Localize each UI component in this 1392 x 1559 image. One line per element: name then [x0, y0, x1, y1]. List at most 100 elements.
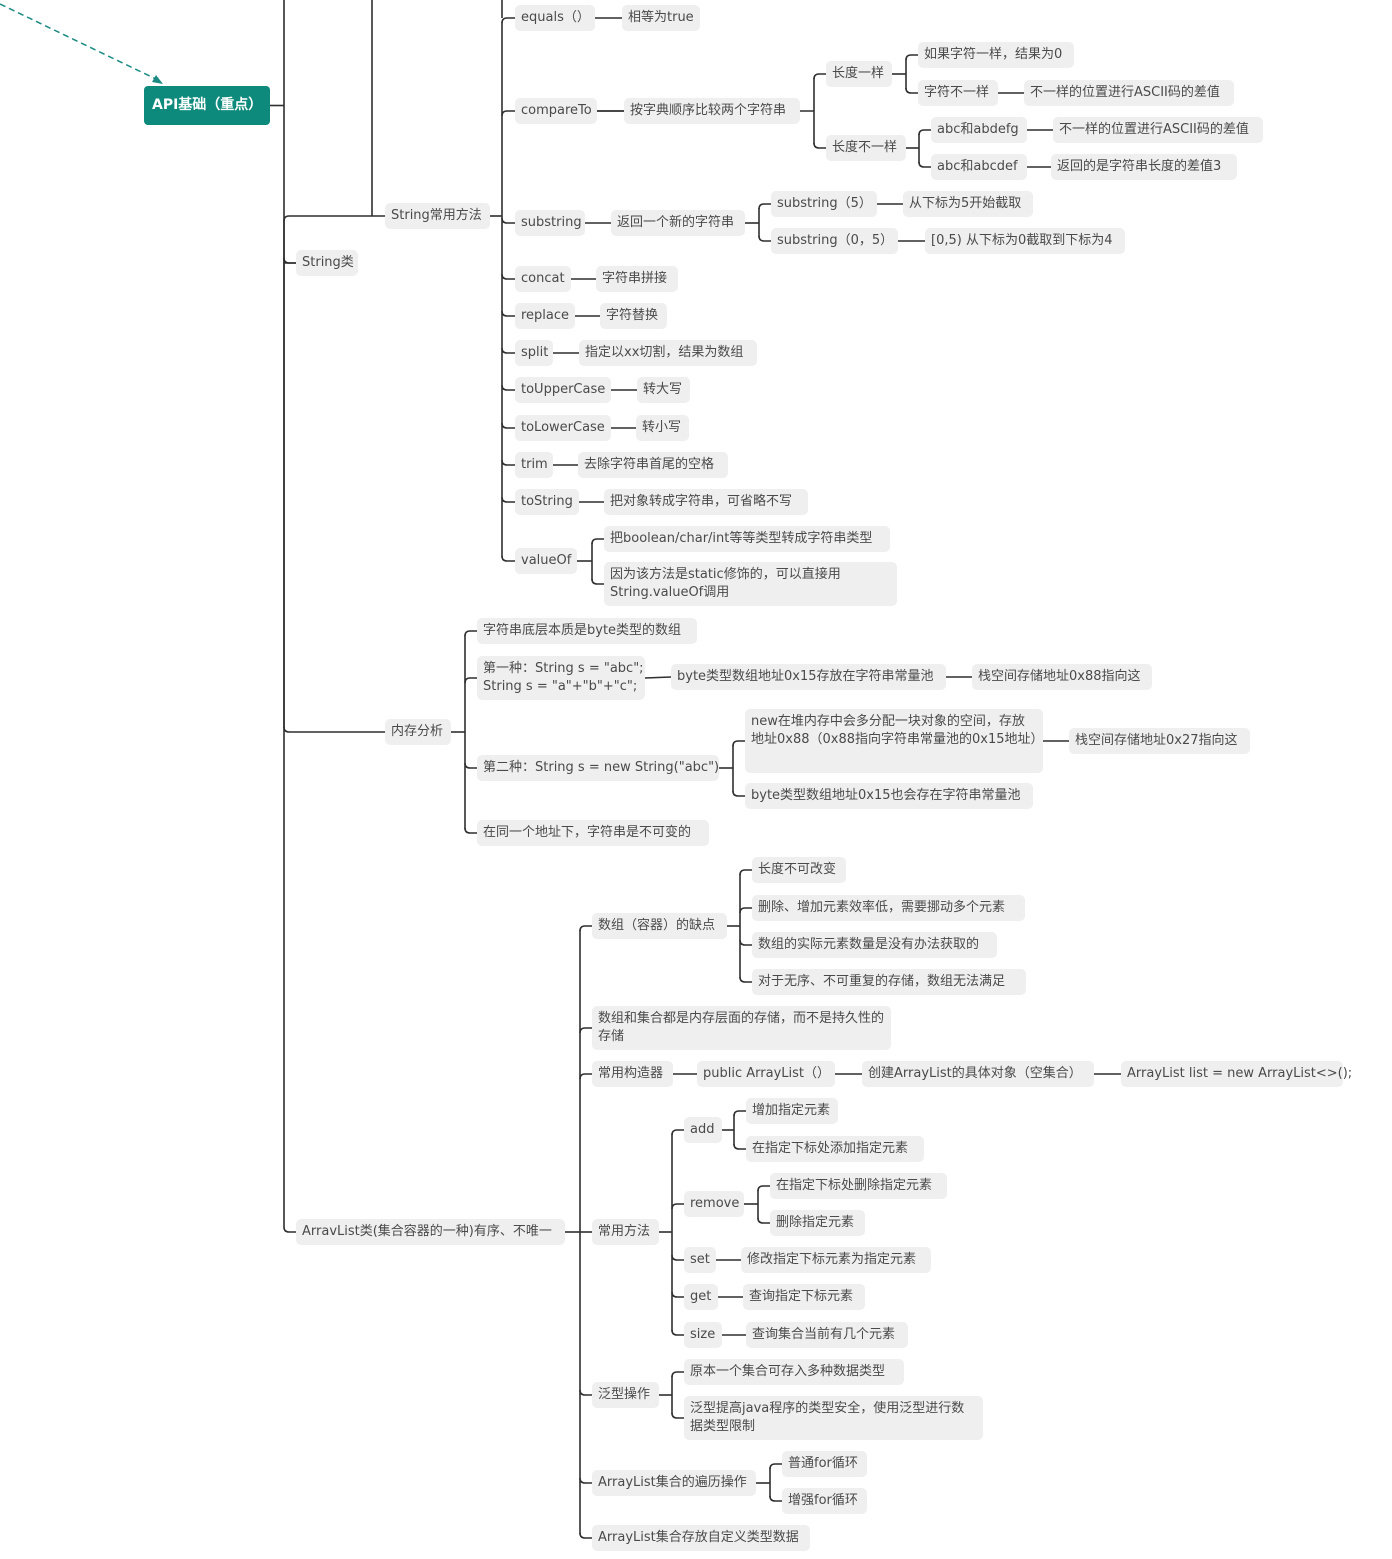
node-tolowercase[interactable]: toLowerCase — [515, 415, 611, 441]
node-touppercase-desc[interactable]: 转大写 — [637, 377, 690, 403]
connector-line — [283, 257, 296, 264]
node-size-desc[interactable]: 查询集合当前有几个元素 — [746, 1322, 908, 1348]
node-memory-first[interactable]: 第一种：String s = "abc"; String s = "a"+"b"… — [477, 656, 645, 700]
node-tostring[interactable]: toString — [515, 489, 579, 515]
node-memory-essence[interactable]: 字符串底层本质是byte类型的数组 — [477, 618, 697, 644]
node-memory-first-a[interactable]: byte类型数组地址0x15存放在字符串常量池 — [671, 664, 946, 690]
node-remove[interactable]: remove — [684, 1191, 744, 1217]
node-traversal[interactable]: ArrayList集合的遍历操作 — [592, 1470, 756, 1496]
node-concat-desc[interactable]: 字符串拼接 — [596, 266, 678, 292]
connector-line — [464, 677, 477, 684]
node-valueof-desc-2[interactable]: 因为该方法是static修饰的，可以直接用String.valueOf调用 — [604, 562, 897, 606]
node-string-methods[interactable]: String常用方法 — [385, 203, 490, 229]
node-constructor-desc[interactable]: 创建ArrayList的具体对象（空集合） — [862, 1061, 1094, 1087]
node-memory-second-a-note[interactable]: 栈空间存储地址0x27指向这 — [1069, 728, 1250, 754]
node-touppercase[interactable]: toUpperCase — [515, 377, 611, 403]
node-constructor[interactable]: 常用构造器 — [592, 1061, 673, 1087]
node-trim[interactable]: trim — [515, 452, 553, 478]
root-node[interactable]: API基础（重点） — [144, 86, 270, 125]
connector-line — [464, 762, 477, 769]
node-memory-second-b[interactable]: byte类型数组地址0x15也会存在字符串常量池 — [745, 783, 1033, 809]
node-diff-length[interactable]: 长度不一样 — [826, 135, 906, 161]
node-arraylist[interactable]: ArravList类(集合容器的一种)有序、不唯一 — [296, 1219, 565, 1245]
node-generics-a[interactable]: 原本一个集合可存入多种数据类型 — [684, 1359, 904, 1385]
node-valueof-desc-1[interactable]: 把boolean/char/int等等类型转成字符串类型 — [604, 526, 890, 552]
node-substring-one[interactable]: substring（5） — [771, 191, 877, 217]
node-array-defect[interactable]: 长度不可改变 — [752, 857, 846, 883]
connector-line — [758, 235, 771, 242]
node-generics-b[interactable]: 泛型提高java程序的类型安全，使用泛型进行数据类型限制 — [684, 1396, 983, 1440]
node-memory-first-b[interactable]: 栈空间存储地址0x88指向这 — [972, 664, 1152, 690]
node-compareto-desc[interactable]: 按字典顺序比较两个字符串 — [624, 98, 800, 124]
node-trim-desc[interactable]: 去除字符串首尾的空格 — [578, 452, 728, 478]
connector-line — [579, 1027, 592, 1034]
connector-line — [739, 939, 752, 946]
node-array-defect[interactable]: 删除、增加元素效率低，需要挪动多个元素 — [752, 895, 1025, 921]
connector-line — [501, 17, 515, 24]
connector-line — [813, 73, 826, 80]
node-diff-length-b[interactable]: abc和abcdef — [931, 154, 1027, 180]
node-memory-immutable[interactable]: 在同一个地址下，字符串是不可变的 — [477, 820, 709, 846]
node-tostring-desc[interactable]: 把对象转成字符串，可省略不写 — [604, 489, 808, 515]
node-array-defects[interactable]: 数组（容器）的缺点 — [592, 913, 727, 939]
node-replace[interactable]: replace — [515, 303, 575, 329]
node-same-length-b-note[interactable]: 不一样的位置进行ASCII码的差值 — [1024, 80, 1234, 106]
node-memory-second[interactable]: 第二种：String s = new String("abc") — [477, 755, 719, 781]
node-replace-desc[interactable]: 字符替换 — [600, 303, 667, 329]
node-memory-storage-note[interactable]: 数组和集合都是内存层面的存储，而不是持久性的存储 — [592, 1006, 891, 1050]
node-memory-second-a[interactable]: new在堆内存中会多分配一块对象的空间，存放地址0x88（0x88指向字符串常量… — [745, 709, 1044, 773]
connector-line — [501, 555, 515, 562]
node-custom-type[interactable]: ArrayList集合存放自定义类型数据 — [592, 1525, 810, 1551]
node-equals-desc[interactable]: 相等为true — [622, 5, 700, 31]
node-tolowercase-desc[interactable]: 转小写 — [636, 415, 689, 441]
node-same-length[interactable]: 长度一样 — [826, 61, 892, 87]
connector-line — [501, 459, 515, 466]
node-substring-one-note[interactable]: 从下标为5开始截取 — [903, 191, 1033, 217]
node-constructor-signature[interactable]: public ArrayList（） — [697, 1061, 835, 1087]
node-diff-length-a[interactable]: abc和abdefg — [931, 117, 1027, 143]
node-compareto[interactable]: compareTo — [515, 98, 597, 124]
connector-line — [579, 1477, 592, 1484]
node-same-length-a[interactable]: 如果字符一样，结果为0 — [918, 42, 1074, 68]
node-set[interactable]: set — [684, 1247, 716, 1273]
node-string-class[interactable]: String类 — [296, 250, 358, 276]
node-equals[interactable]: equals（） — [515, 5, 595, 31]
connector-line — [671, 1371, 684, 1378]
node-diff-length-a-note[interactable]: 不一样的位置进行ASCII码的差值 — [1053, 117, 1263, 143]
node-concat[interactable]: concat — [515, 266, 571, 292]
node-valueof[interactable]: valueOf — [515, 548, 577, 574]
node-add-a[interactable]: 增加指定元素 — [746, 1098, 838, 1124]
connector-line — [905, 87, 918, 94]
node-split[interactable]: split — [515, 340, 553, 366]
node-set-desc[interactable]: 修改指定下标元素为指定元素 — [741, 1247, 931, 1273]
node-same-length-b[interactable]: 字符不一样 — [918, 80, 998, 106]
node-traversal-b[interactable]: 增强for循环 — [782, 1488, 867, 1514]
node-size[interactable]: size — [684, 1322, 722, 1348]
connector-line — [671, 1412, 684, 1419]
node-generics[interactable]: 泛型操作 — [592, 1382, 659, 1408]
node-add-b[interactable]: 在指定下标处添加指定元素 — [746, 1136, 924, 1162]
connector-line — [501, 384, 515, 391]
node-memory-analysis[interactable]: 内存分析 — [385, 719, 451, 745]
node-array-defect[interactable]: 对于无序、不可重复的存储，数组无法满足 — [752, 969, 1026, 995]
node-get-desc[interactable]: 查询指定下标元素 — [743, 1284, 865, 1310]
node-arraylist-methods[interactable]: 常用方法 — [592, 1219, 659, 1245]
node-remove-b[interactable]: 删除指定元素 — [770, 1210, 865, 1236]
connector-line — [591, 538, 604, 545]
node-substring-two[interactable]: substring（0，5） — [771, 228, 898, 254]
node-array-defect[interactable]: 数组的实际元素数量是没有办法获取的 — [752, 932, 997, 958]
node-remove-a[interactable]: 在指定下标处删除指定元素 — [770, 1173, 947, 1199]
node-traversal-a[interactable]: 普通for循环 — [782, 1451, 867, 1477]
connector-line — [905, 54, 918, 61]
node-substring[interactable]: substring — [515, 210, 585, 236]
node-diff-length-b-note[interactable]: 返回的是字符串长度的差值3 — [1051, 154, 1237, 180]
node-constructor-code[interactable]: ArrayList list = new ArrayList<>(); — [1121, 1061, 1352, 1087]
connector-line — [283, 0, 296, 1233]
node-add[interactable]: add — [684, 1117, 722, 1143]
node-substring-desc[interactable]: 返回一个新的字符串 — [611, 210, 745, 236]
node-get[interactable]: get — [684, 1284, 718, 1310]
connector-line — [591, 578, 604, 585]
node-split-desc[interactable]: 指定以xx切割，结果为数组 — [579, 340, 757, 366]
connector-line — [501, 496, 515, 503]
node-substring-two-note[interactable]: [0,5) 从下标为0截取到下标为4 — [925, 228, 1125, 254]
